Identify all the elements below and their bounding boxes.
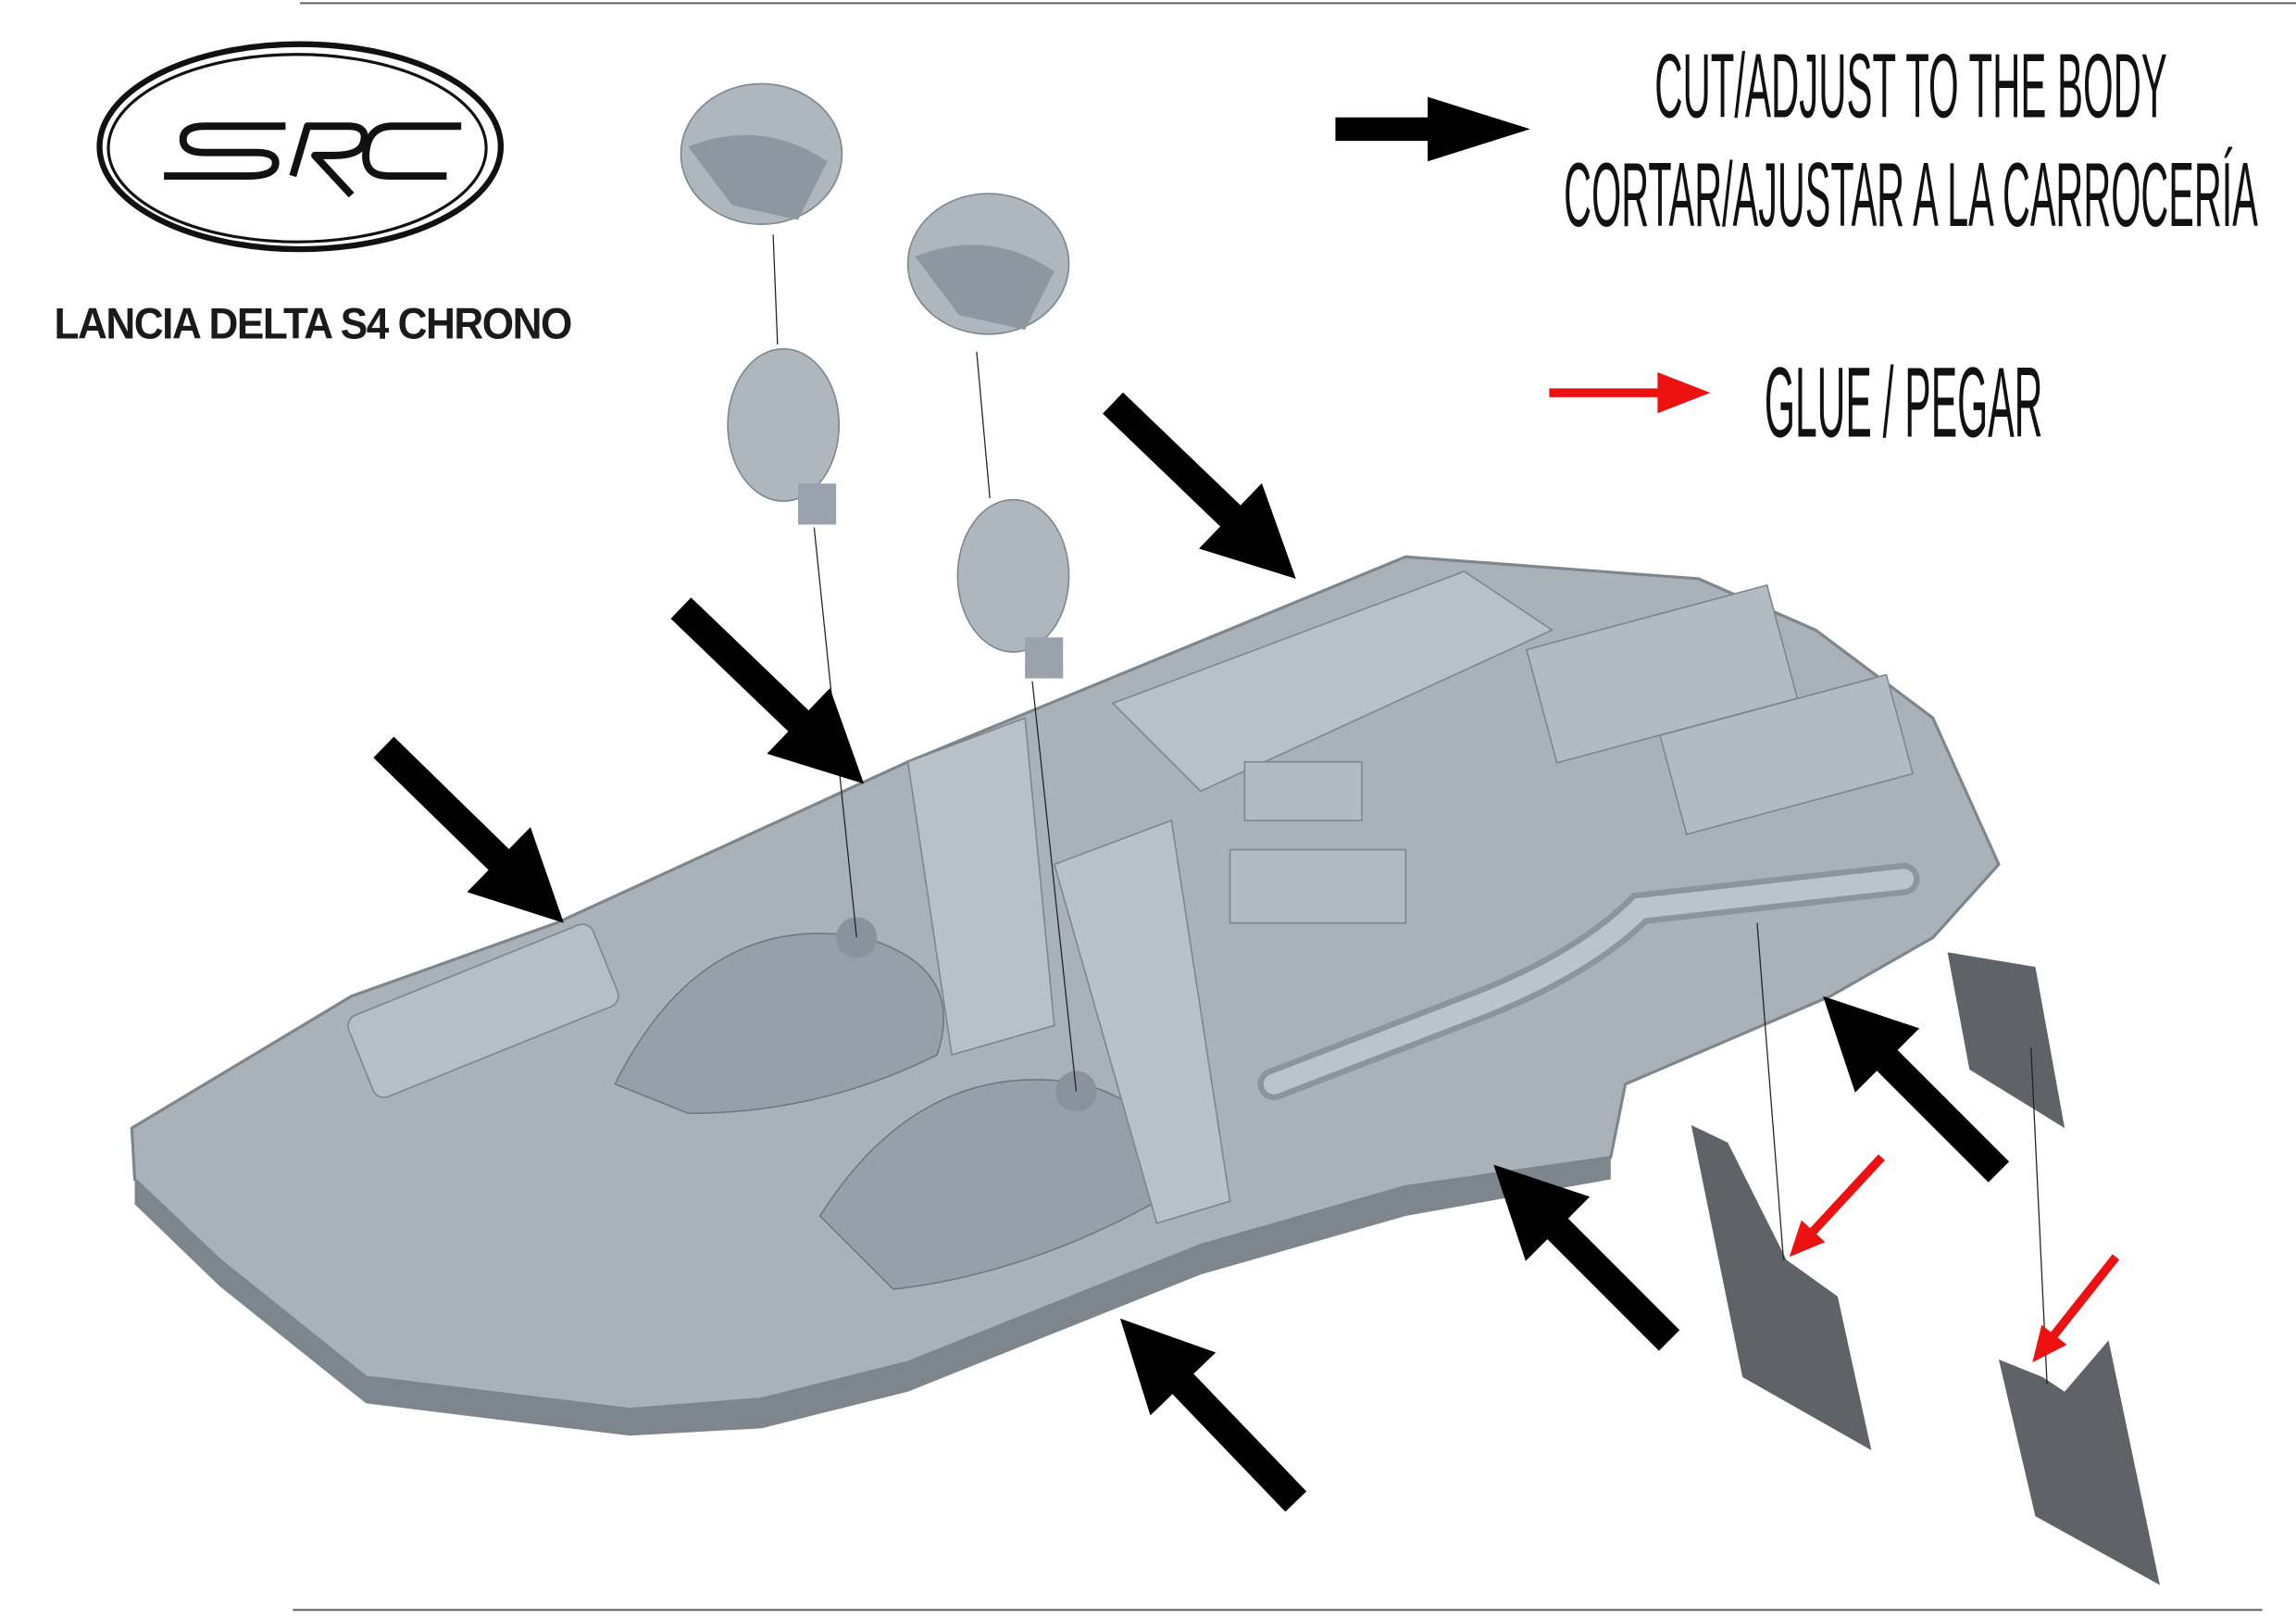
driver-head-part	[727, 347, 841, 525]
glue-arrow-icon	[2032, 1254, 2120, 1363]
product-title: LANCIA DELTA S4 CHRONO	[55, 300, 571, 349]
legend-glue: GLUE / PEGAR	[1549, 347, 2042, 458]
cut-arrow-icon	[670, 597, 865, 784]
codriver-head-part	[956, 498, 1070, 679]
black-arrow-icon	[1335, 96, 1530, 162]
glue-arrow-icon	[1789, 1154, 1885, 1258]
rear-panel-part	[1947, 952, 2065, 1129]
interior-tray-part	[130, 555, 2001, 1436]
src-logo	[96, 41, 505, 253]
side-panel-part-left	[1691, 1124, 1872, 1451]
callout-arrows	[373, 392, 2120, 1512]
side-panel-part-right	[1998, 1340, 2160, 1585]
cut-arrow-icon	[373, 736, 564, 923]
codriver-helmet-part	[906, 193, 1070, 335]
cut-arrow-icon	[1493, 1164, 1680, 1351]
cut-arrow-icon	[1823, 996, 2010, 1183]
cut-arrow-icon	[1119, 1318, 1307, 1512]
driver-helmet-part	[680, 82, 843, 226]
legend-cut-line2: CORTAR/AJUSTAR A LA CARROCERÍA	[1564, 144, 2258, 245]
legend-glue-label: GLUE / PEGAR	[1765, 347, 2043, 458]
legend-cut-line1: CUT/ADJUST TO THE BODY	[1654, 35, 2167, 137]
red-arrow-icon	[1549, 371, 1711, 414]
cut-arrow-icon	[1103, 392, 1296, 579]
legend-cut: CUT/ADJUST TO THE BODY CORTAR/AJUSTAR A …	[1335, 35, 2258, 245]
